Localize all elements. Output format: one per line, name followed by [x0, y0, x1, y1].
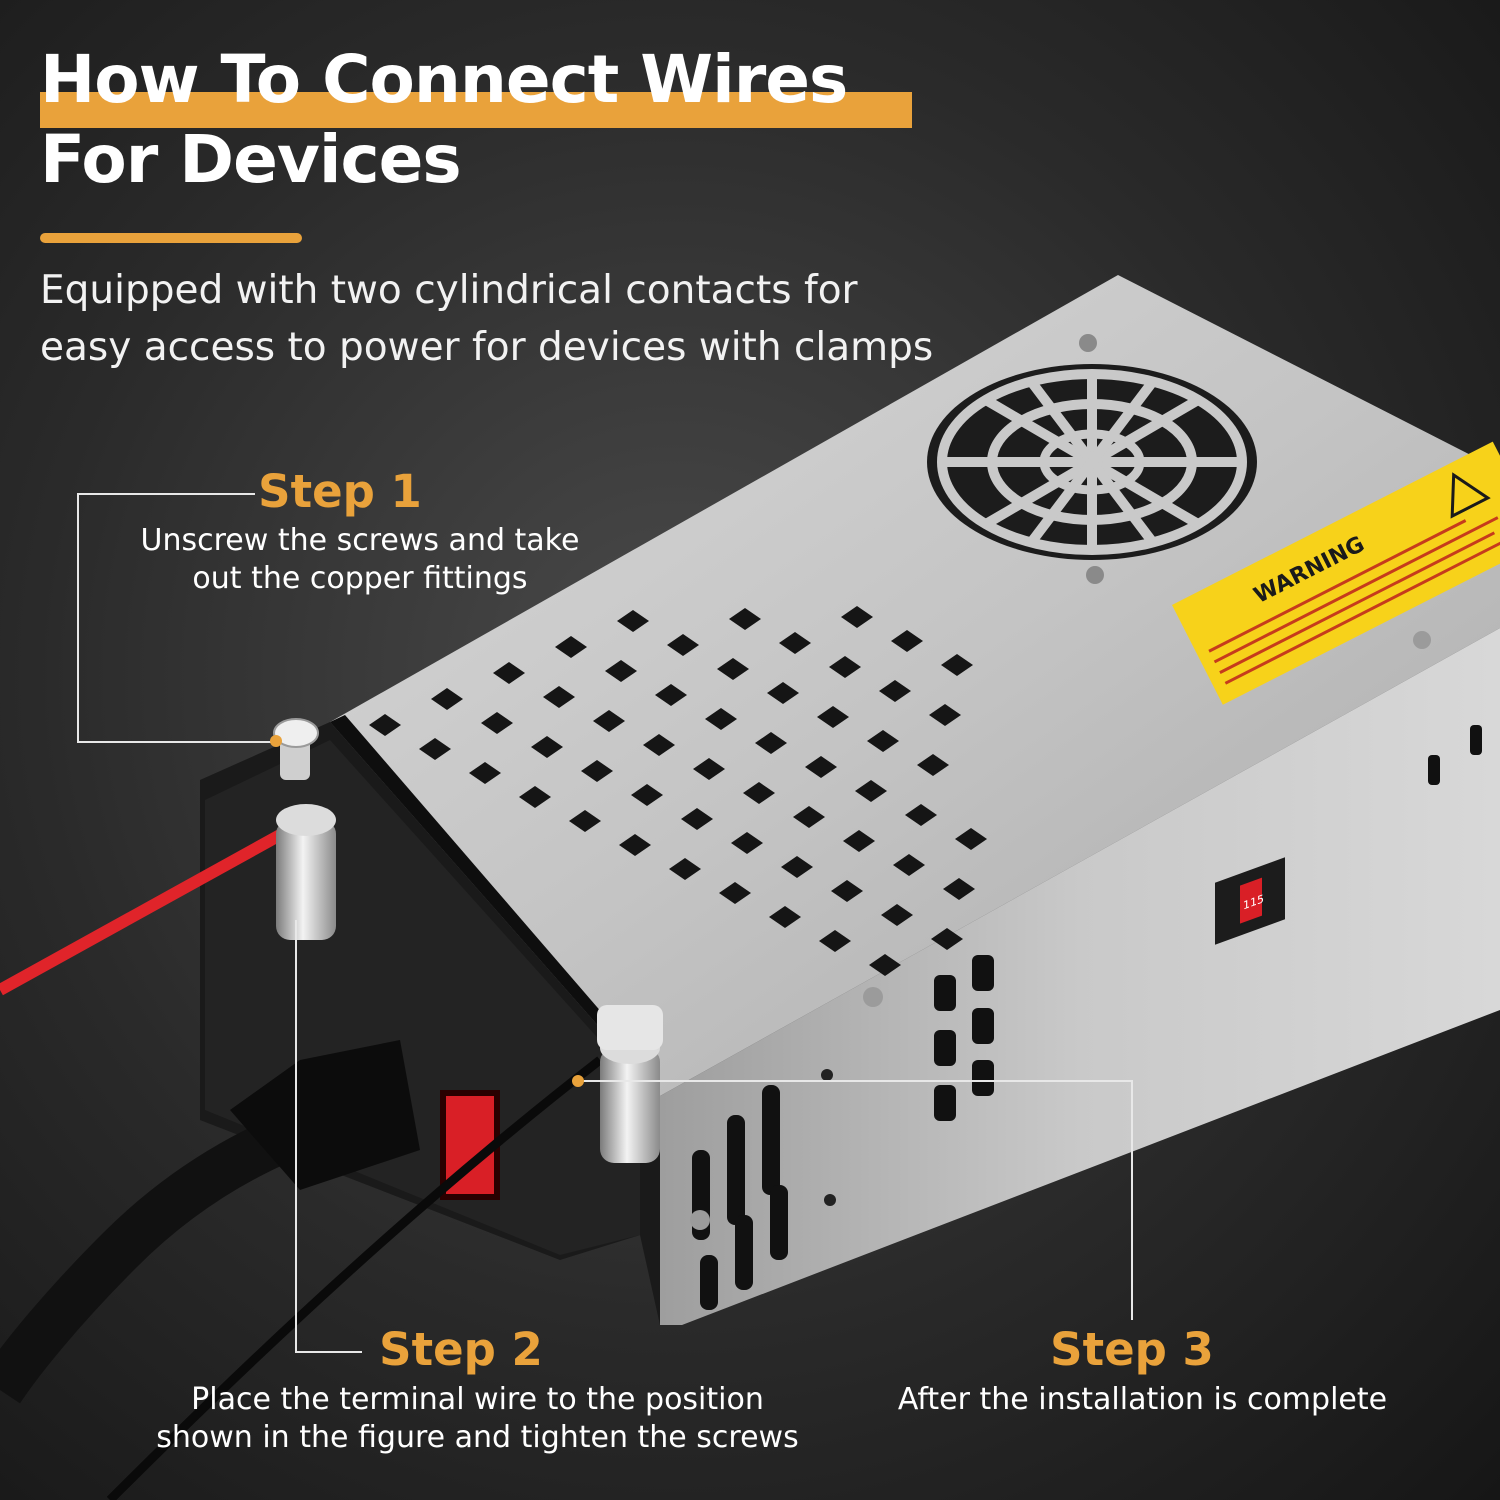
vent-hole — [731, 832, 763, 854]
vent-grid — [369, 606, 987, 976]
callout-dot-step1 — [270, 735, 282, 747]
vent-hole — [929, 704, 961, 726]
step-2-desc-line-2: shown in the figure and tighten the scre… — [156, 1420, 799, 1455]
vent-hole — [779, 632, 811, 654]
callout-dot-step3 — [572, 1075, 584, 1087]
vent-hole — [831, 880, 863, 902]
screw-icon — [273, 718, 319, 780]
page-title: How To Connect Wires For Devices — [40, 40, 912, 200]
vent-hole — [955, 828, 987, 850]
vent-hole — [769, 906, 801, 928]
vent-hole — [819, 930, 851, 952]
vent-hole — [941, 654, 973, 676]
vent-hole — [867, 730, 899, 752]
vent-hole — [681, 808, 713, 830]
vent-hole — [481, 712, 513, 734]
vent-hole — [891, 630, 923, 652]
vent-hole — [569, 810, 601, 832]
callout-line-step1-horizontal — [77, 493, 255, 495]
vent-hole — [755, 732, 787, 754]
vent-hole — [419, 738, 451, 760]
step-3-title: Step 3 — [1050, 1323, 1214, 1376]
vent-hole — [905, 804, 937, 826]
terminal-post-right — [597, 1005, 663, 1163]
subtitle-line-1: Equipped with two cylindrical contacts f… — [40, 268, 858, 313]
vent-hole — [931, 928, 963, 950]
vent-hole — [605, 660, 637, 682]
red-wire — [0, 829, 283, 996]
vent-hole — [555, 636, 587, 658]
vent-hole — [669, 858, 701, 880]
vent-hole — [729, 608, 761, 630]
step-2-title: Step 2 — [379, 1323, 543, 1376]
terminal-post-left — [276, 804, 336, 940]
vent-hole — [943, 878, 975, 900]
vent-hole — [493, 662, 525, 684]
vent-hole — [841, 606, 873, 628]
vent-hole — [619, 834, 651, 856]
callout-line-step2-vertical — [295, 920, 297, 1353]
step-1-title: Step 1 — [258, 465, 422, 518]
fan-grille-icon — [927, 334, 1257, 584]
vent-hole — [917, 754, 949, 776]
vent-hole — [617, 610, 649, 632]
step-1-desc-line-1: Unscrew the screws and take — [140, 523, 580, 558]
accent-underline — [40, 233, 302, 243]
title-highlight-bar — [40, 92, 912, 128]
vent-hole — [805, 756, 837, 778]
title-line-1: How To Connect Wires — [40, 41, 848, 118]
vent-hole — [693, 758, 725, 780]
vent-hole — [879, 680, 911, 702]
vent-hole — [829, 656, 861, 678]
warning-label: WARNING — [1172, 441, 1500, 705]
vent-hole — [705, 708, 737, 730]
subtitle: Equipped with two cylindrical contacts f… — [40, 262, 960, 376]
vent-hole — [519, 786, 551, 808]
vent-hole — [781, 856, 813, 878]
step-3-desc-line-1: After the installation is complete — [897, 1382, 1388, 1417]
vent-hole — [667, 634, 699, 656]
subtitle-line-2: easy access to power for devices with cl… — [40, 325, 934, 370]
step-1-desc-line-2: out the copper fittings — [192, 561, 528, 596]
vent-hole — [843, 830, 875, 852]
vent-hole — [881, 904, 913, 926]
step-2-desc-line-1: Place the terminal wire to the position — [191, 1382, 764, 1417]
vent-hole — [593, 710, 625, 732]
voltage-selector-switch: 115 — [1215, 857, 1285, 945]
chassis-screws — [690, 631, 1431, 1230]
vent-hole — [543, 686, 575, 708]
callout-line-step2-horizontal — [295, 1351, 362, 1353]
vent-hole — [817, 706, 849, 728]
vent-hole — [793, 806, 825, 828]
vent-hole — [767, 682, 799, 704]
psu-side-face — [660, 628, 1500, 1325]
vent-hole — [855, 780, 887, 802]
vent-hole — [717, 658, 749, 680]
vent-hole — [631, 784, 663, 806]
title-line-2: For Devices — [40, 121, 462, 198]
vent-hole — [743, 782, 775, 804]
callout-line-step1-bottom — [77, 741, 276, 743]
vent-hole — [531, 736, 563, 758]
vent-hole — [431, 688, 463, 710]
callout-line-step3-vertical — [1131, 1080, 1133, 1320]
black-wire — [106, 1056, 603, 1500]
callout-line-step3-horizontal — [580, 1080, 1133, 1082]
vent-hole — [719, 882, 751, 904]
vent-hole — [581, 760, 613, 782]
vent-hole — [893, 854, 925, 876]
vent-hole — [369, 714, 401, 736]
callout-line-step1-vertical — [77, 493, 79, 742]
vent-hole — [469, 762, 501, 784]
vent-hole — [643, 734, 675, 756]
vent-hole — [869, 954, 901, 976]
vent-hole — [655, 684, 687, 706]
